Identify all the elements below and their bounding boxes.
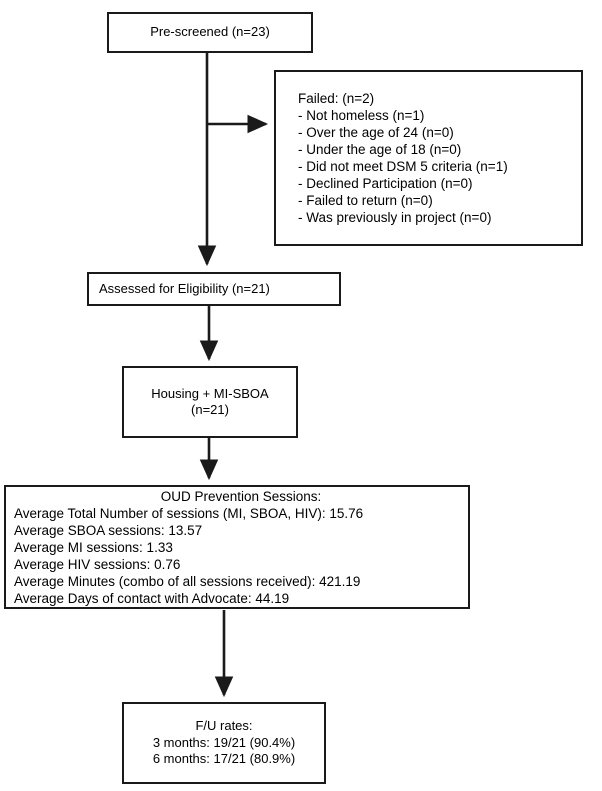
- node-housing-mi-sboa: Housing + MI-SBOA (n=21): [122, 366, 298, 438]
- node-failed-line-3: - Under the age of 18 (n=0): [298, 142, 462, 157]
- node-failed: Failed: (n=2) - Not homeless (n=1) - Ove…: [274, 70, 583, 246]
- node-prescreened-line-0: Pre-screened (n=23): [150, 24, 270, 40]
- node-failed-line-2: - Over the age of 24 (n=0): [298, 125, 454, 140]
- node-failed-line-0: Failed: (n=2): [298, 91, 375, 106]
- node-oud-line-2: Average SBOA sessions: 13.57: [14, 522, 203, 538]
- node-oud-line-0: OUD Prevention Sessions:: [160, 488, 322, 504]
- node-oud-line-4: Average HIV sessions: 0.76: [14, 556, 181, 572]
- node-oud-line-5: Average Minutes (combo of all sessions r…: [14, 573, 361, 589]
- node-oud-line-1: Average Total Number of sessions (MI, SB…: [14, 505, 364, 521]
- node-fu-line-2: 6 months: 17/21 (80.9%): [152, 751, 296, 767]
- node-failed-line-4: - Did not meet DSM 5 criteria (n=1): [298, 159, 508, 174]
- node-housing-line-0: Housing + MI-SBOA: [151, 385, 269, 401]
- node-oud-line-3: Average MI sessions: 1.33: [14, 539, 173, 555]
- node-assessed-line-0: Assessed for Eligibility (n=21): [99, 280, 270, 296]
- node-failed-line-1: - Not homeless (n=1): [298, 108, 425, 123]
- node-fu-rates: F/U rates: 3 months: 19/21 (90.4%) 6 mon…: [122, 702, 326, 784]
- node-housing-line-1: (n=21): [191, 402, 229, 417]
- node-failed-line-5: - Declined Participation (n=0): [298, 176, 473, 191]
- node-prescreened: Pre-screened (n=23): [107, 12, 313, 53]
- node-oud-line-6: Average Days of contact with Advocate: 4…: [14, 590, 290, 606]
- node-fu-line-1: 3 months: 19/21 (90.4%): [152, 734, 296, 750]
- node-failed-line-7: - Was previously in project (n=0): [298, 210, 492, 225]
- node-oud-prevention-sessions: OUD Prevention Sessions: Average Total N…: [4, 485, 470, 609]
- node-fu-line-0: F/U rates:: [195, 718, 253, 734]
- node-failed-line-6: - Failed to return (n=0): [298, 193, 433, 208]
- node-assessed-for-eligibility: Assessed for Eligibility (n=21): [87, 272, 341, 306]
